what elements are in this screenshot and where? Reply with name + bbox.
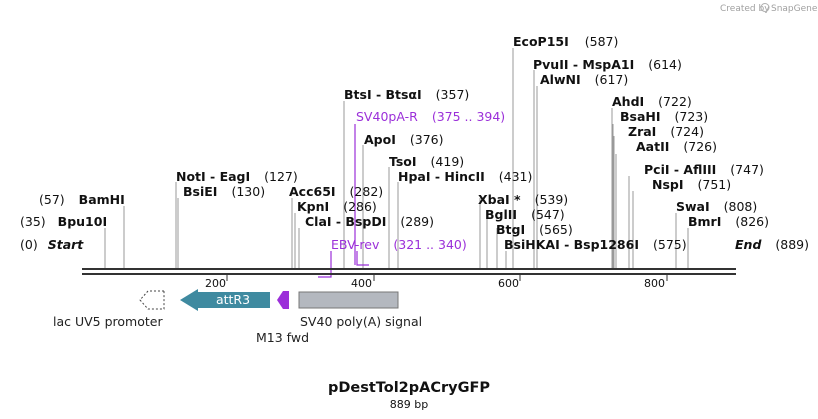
site-end[interactable]: End(889) (735, 237, 809, 252)
ruler-tick-200: 200 (205, 277, 226, 290)
site-ahdi[interactable]: AhdI(722) (612, 94, 692, 109)
site-connector-lines (104, 48, 689, 269)
primer-sv40pa-r[interactable]: SV40pA-R(375 .. 394) (356, 109, 505, 124)
feature-sv40-label: SV40 poly(A) signal (300, 314, 422, 329)
m13-fwd-primer[interactable] (277, 291, 289, 309)
lac-uv5-promoter-arrow[interactable] (139, 290, 165, 310)
site-kpni[interactable]: KpnI(286) (297, 199, 377, 214)
primer-lines (318, 124, 369, 278)
watermark-prefix: Created by (720, 4, 770, 14)
site-bsihkai[interactable]: BsiHKAI - Bsp1286I(575) (504, 237, 687, 252)
site-pcii[interactable]: PciI - AflIII(747) (644, 162, 764, 177)
site-bamhi[interactable]: (57)BamHI (39, 192, 125, 207)
snapgene-logo-icon (760, 3, 770, 12)
site-ecop15i[interactable]: EcoP15I(587) (513, 34, 618, 49)
site-apoi[interactable]: ApoI(376) (364, 132, 444, 147)
site-xbai[interactable]: XbaI *(539) (478, 192, 568, 207)
ruler-ticks (226, 275, 668, 281)
site-nspi[interactable]: NspI(751) (652, 177, 731, 192)
site-btgi[interactable]: BtgI(565) (496, 222, 573, 237)
site-zrai[interactable]: ZraI(724) (628, 124, 704, 139)
backbone-top (82, 268, 736, 270)
site-start[interactable]: (0)Start (20, 237, 84, 252)
site-tsoi[interactable]: TsoI(419) (389, 154, 464, 169)
backbone-bottom (82, 273, 736, 275)
primer-ebv-rev[interactable]: EBV-rev(321 .. 340) (331, 237, 467, 252)
feature-m13-label: M13 fwd (256, 330, 309, 345)
site-acc65i[interactable]: Acc65I(282) (289, 184, 383, 199)
site-btsi[interactable]: BtsI - BtsαI(357) (344, 87, 469, 102)
site-bmri[interactable]: BmrI(826) (688, 214, 769, 229)
sv40-polya-feature[interactable] (298, 291, 399, 309)
site-swai[interactable]: SwaI(808) (676, 199, 757, 214)
site-noti[interactable]: NotI - EagI(127) (176, 169, 298, 184)
attr3-feature[interactable] (180, 289, 270, 311)
ruler-tick-400: 400 (351, 277, 372, 290)
ruler-tick-600: 600 (498, 277, 519, 290)
site-bpu10i[interactable]: (35)Bpu10I (20, 214, 107, 229)
plasmid-length: 889 bp (390, 398, 428, 411)
ruler-tick-800: 800 (644, 277, 665, 290)
site-bsahi[interactable]: BsaHI(723) (620, 109, 708, 124)
site-hpai[interactable]: HpaI - HincII(431) (398, 169, 532, 184)
feature-lac-uv5-label: lac UV5 promoter (53, 314, 163, 329)
site-bsiei[interactable]: BsiEI(130) (183, 184, 265, 199)
watermark-brand: SnapGene (771, 4, 818, 14)
site-alwni[interactable]: AlwNI(617) (540, 72, 628, 87)
site-clai[interactable]: ClaI - BspDI(289) (305, 214, 434, 229)
site-pvuii[interactable]: PvuII - MspA1I(614) (533, 57, 682, 72)
site-aatii[interactable]: AatII(726) (636, 139, 717, 154)
plasmid-title: pDestTol2pACryGFP (328, 380, 490, 396)
feature-attr3-label: attR3 (216, 292, 250, 307)
site-bglii[interactable]: BglII(547) (485, 207, 565, 222)
